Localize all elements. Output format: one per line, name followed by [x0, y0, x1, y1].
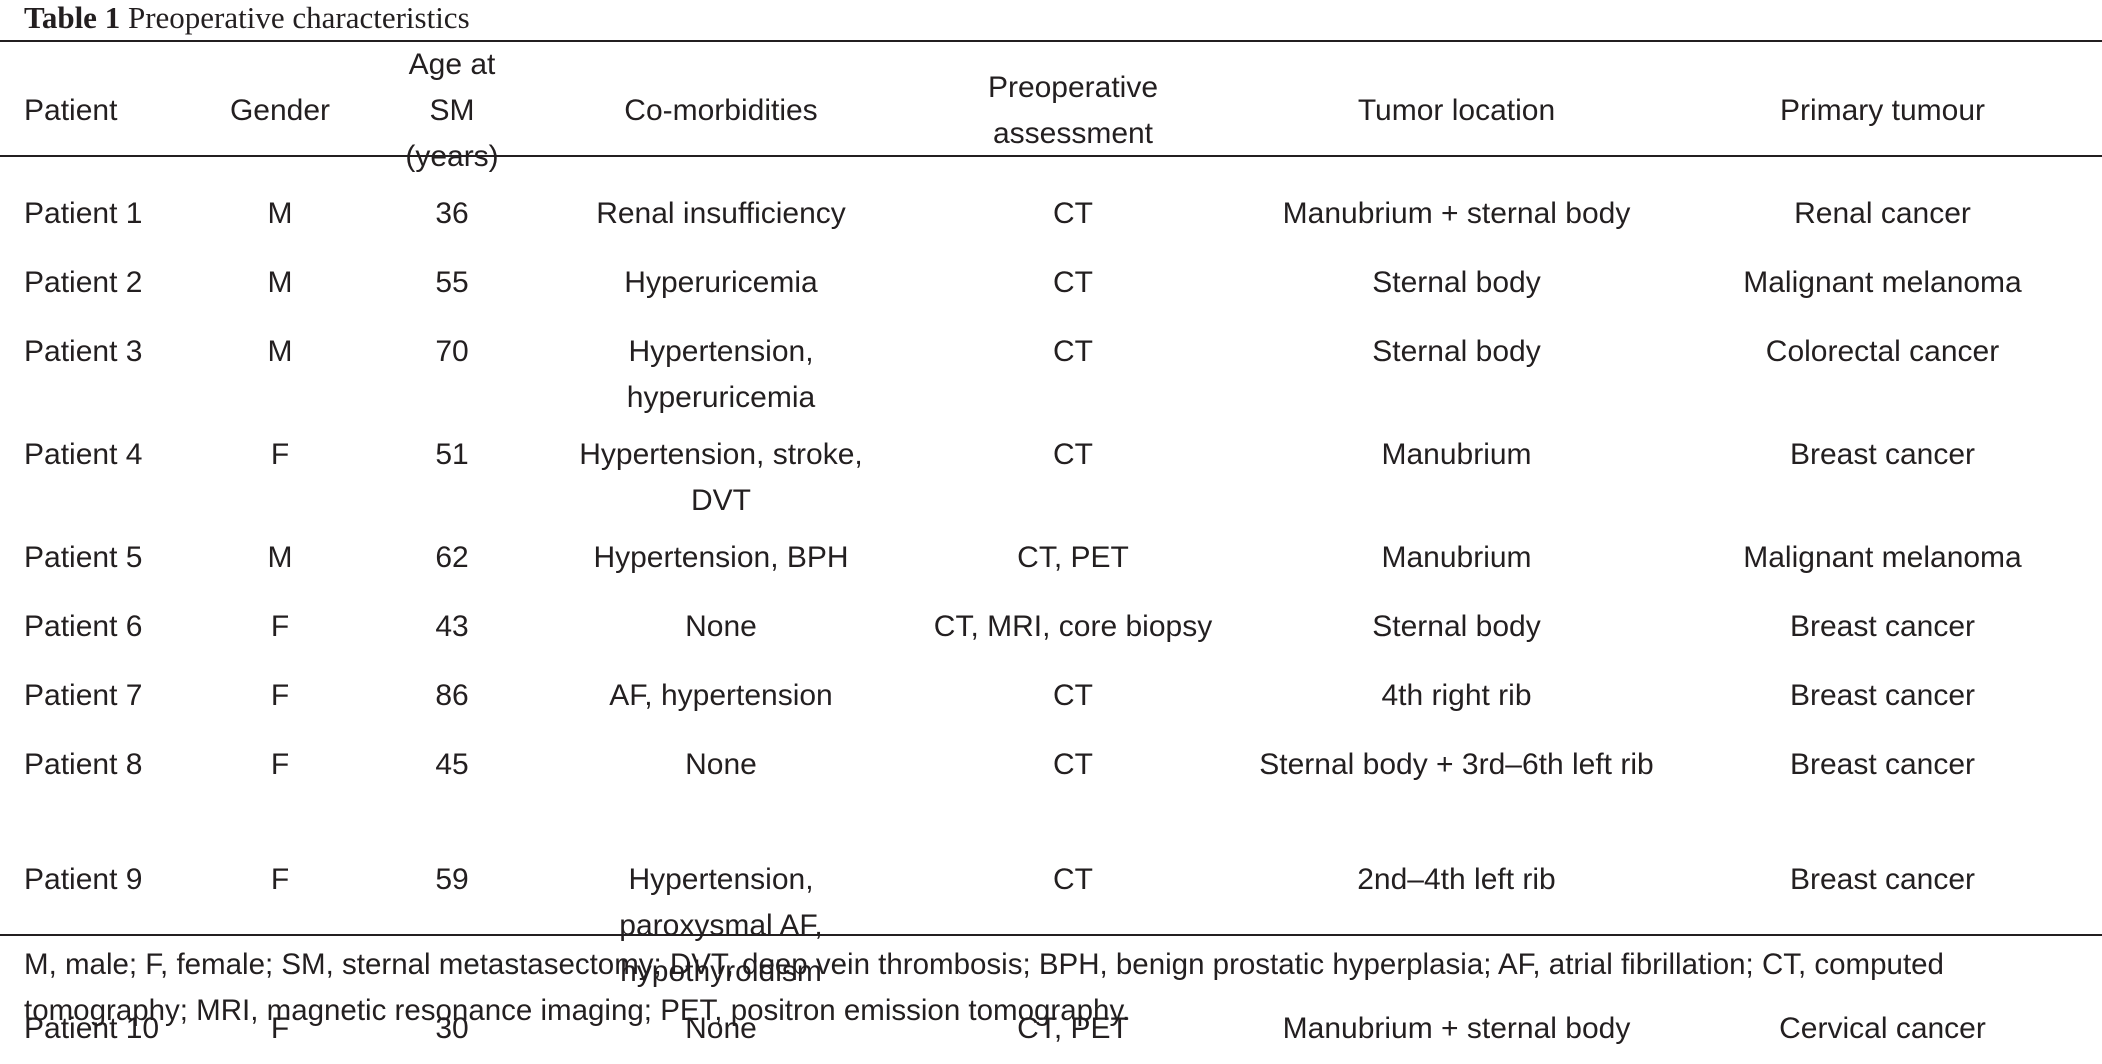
cell-comorbidities: None — [685, 748, 757, 781]
cell-gender: F — [270, 610, 290, 643]
cell-gender: F — [270, 438, 290, 471]
cell-primary-tumour: Malignant melanoma — [1743, 266, 2022, 299]
header-gender: Gender — [229, 94, 331, 127]
table-row: Patient 1 M 36 Renal insufficiency CT Ma… — [0, 180, 2102, 249]
table-header: Patient Gender Age at SM (years) Co-morb… — [0, 42, 2102, 180]
cell-primary-tumour: Colorectal cancer — [1765, 335, 2000, 368]
cell-primary-tumour: Breast cancer — [1789, 438, 1976, 471]
cell-patient: Patient 4 — [24, 438, 143, 471]
cell-primary-tumour: Renal cancer — [1794, 197, 1971, 230]
header-comorbidities: Co-morbidities — [624, 94, 818, 127]
cell-primary-tumour: Breast cancer — [1789, 679, 1976, 712]
cell-age: 45 — [435, 748, 469, 781]
cell-comorbidities: Hypertension, BPH — [593, 541, 849, 574]
header-primary-tumour: Primary tumour — [1779, 94, 1986, 127]
table-header-rule — [0, 155, 2102, 157]
cell-assessment: CT — [1053, 863, 1093, 896]
cell-gender: M — [267, 541, 293, 574]
table-top-rule — [0, 40, 2102, 42]
cell-patient: Patient 5 — [24, 541, 143, 574]
cell-tumor-location: Sternal body + 3rd–6th left rib — [1259, 748, 1654, 781]
cell-patient: Patient 1 — [24, 197, 143, 230]
cell-comorbidities: None — [685, 610, 757, 643]
table-footnote: M, male; F, female; SM, sternal metastas… — [24, 948, 1944, 1027]
cell-patient: Patient 6 — [24, 610, 143, 643]
cell-tumor-location: Sternal body — [1372, 610, 1541, 643]
cell-tumor-location: Sternal body — [1372, 266, 1541, 299]
cell-tumor-location: Sternal body — [1372, 335, 1541, 368]
cell-patient: Patient 9 — [24, 863, 143, 896]
cell-patient: Patient 2 — [24, 266, 143, 299]
cell-age: 51 — [435, 438, 469, 471]
cell-assessment: CT — [1053, 335, 1093, 368]
cell-gender: F — [270, 748, 290, 781]
table-row: Patient 3 M 70 Hypertension, hyperuricem… — [0, 318, 2102, 421]
header-assessment: Preoperative assessment — [987, 71, 1159, 150]
cell-assessment: CT, MRI, core biopsy — [933, 610, 1213, 643]
table-title: Table 1 Preoperative characteristics — [24, 0, 470, 36]
cell-gender: F — [270, 863, 290, 896]
cell-comorbidities: Hypertension, stroke, DVT — [579, 438, 863, 517]
table-bottom-rule — [0, 934, 2102, 936]
header-patient: Patient — [24, 94, 118, 127]
cell-primary-tumour: Breast cancer — [1789, 863, 1976, 896]
cell-age: 62 — [435, 541, 469, 574]
table-row: Patient 4 F 51 Hypertension, stroke, DVT… — [0, 421, 2102, 524]
cell-age: 55 — [435, 266, 469, 299]
cell-age: 43 — [435, 610, 469, 643]
header-row: Patient Gender Age at SM (years) Co-morb… — [0, 42, 2102, 180]
cell-tumor-location: 2nd–4th left rib — [1357, 863, 1556, 896]
cell-comorbidities: AF, hypertension — [609, 679, 833, 712]
cell-primary-tumour: Malignant melanoma — [1743, 541, 2022, 574]
cell-assessment: CT — [1053, 266, 1093, 299]
header-age: Age at SM (years) — [405, 48, 499, 173]
cell-assessment: CT — [1053, 679, 1093, 712]
cell-assessment: CT — [1053, 197, 1093, 230]
cell-gender: M — [267, 197, 293, 230]
cell-assessment: CT — [1053, 438, 1093, 471]
cell-patient: Patient 8 — [24, 748, 143, 781]
cell-gender: M — [267, 266, 293, 299]
cell-patient: Patient 7 — [24, 679, 143, 712]
cell-assessment: CT — [1053, 748, 1093, 781]
preoperative-characteristics-table: Patient Gender Age at SM (years) Co-morb… — [0, 42, 2102, 1064]
cell-patient: Patient 3 — [24, 335, 143, 368]
table-title-label: Table 1 — [24, 0, 121, 35]
cell-tumor-location: Manubrium — [1381, 438, 1532, 471]
table-title-text: Preoperative characteristics — [127, 0, 470, 35]
table-row: Patient 6 F 43 None CT, MRI, core biopsy… — [0, 593, 2102, 662]
cell-age: 86 — [435, 679, 469, 712]
cell-gender: F — [270, 679, 290, 712]
cell-assessment: CT, PET — [1017, 541, 1129, 574]
cell-comorbidities: Hyperuricemia — [624, 266, 818, 299]
cell-comorbidities: Renal insufficiency — [596, 197, 846, 230]
cell-age: 70 — [435, 335, 469, 368]
table-row: Patient 7 F 86 AF, hypertension CT 4th r… — [0, 662, 2102, 731]
header-tumor-location: Tumor location — [1357, 94, 1556, 127]
table-row: Patient 9 F 59 Hypertension, paroxysmal … — [0, 846, 2102, 995]
cell-comorbidities: Hypertension, hyperuricemia — [626, 335, 816, 414]
cell-age: 59 — [435, 863, 469, 896]
cell-tumor-location: 4th right rib — [1381, 679, 1532, 712]
table-row: Patient 2 M 55 Hyperuricemia CT Sternal … — [0, 249, 2102, 318]
cell-age: 36 — [435, 197, 469, 230]
cell-tumor-location: Manubrium — [1381, 541, 1532, 574]
cell-tumor-location: Manubrium + sternal body — [1282, 197, 1631, 230]
table-row: Patient 8 F 45 None CT Sternal body + 3r… — [0, 731, 2102, 846]
table-body: Patient 1 M 36 Renal insufficiency CT Ma… — [0, 180, 2102, 1064]
cell-gender: M — [267, 335, 293, 368]
table-row: Patient 5 M 62 Hypertension, BPH CT, PET… — [0, 524, 2102, 593]
cell-primary-tumour: Breast cancer — [1789, 610, 1976, 643]
cell-comorbidities: Hypertension, paroxysmal AF, hypothyroid… — [619, 863, 823, 988]
cell-primary-tumour: Breast cancer — [1789, 748, 1976, 781]
